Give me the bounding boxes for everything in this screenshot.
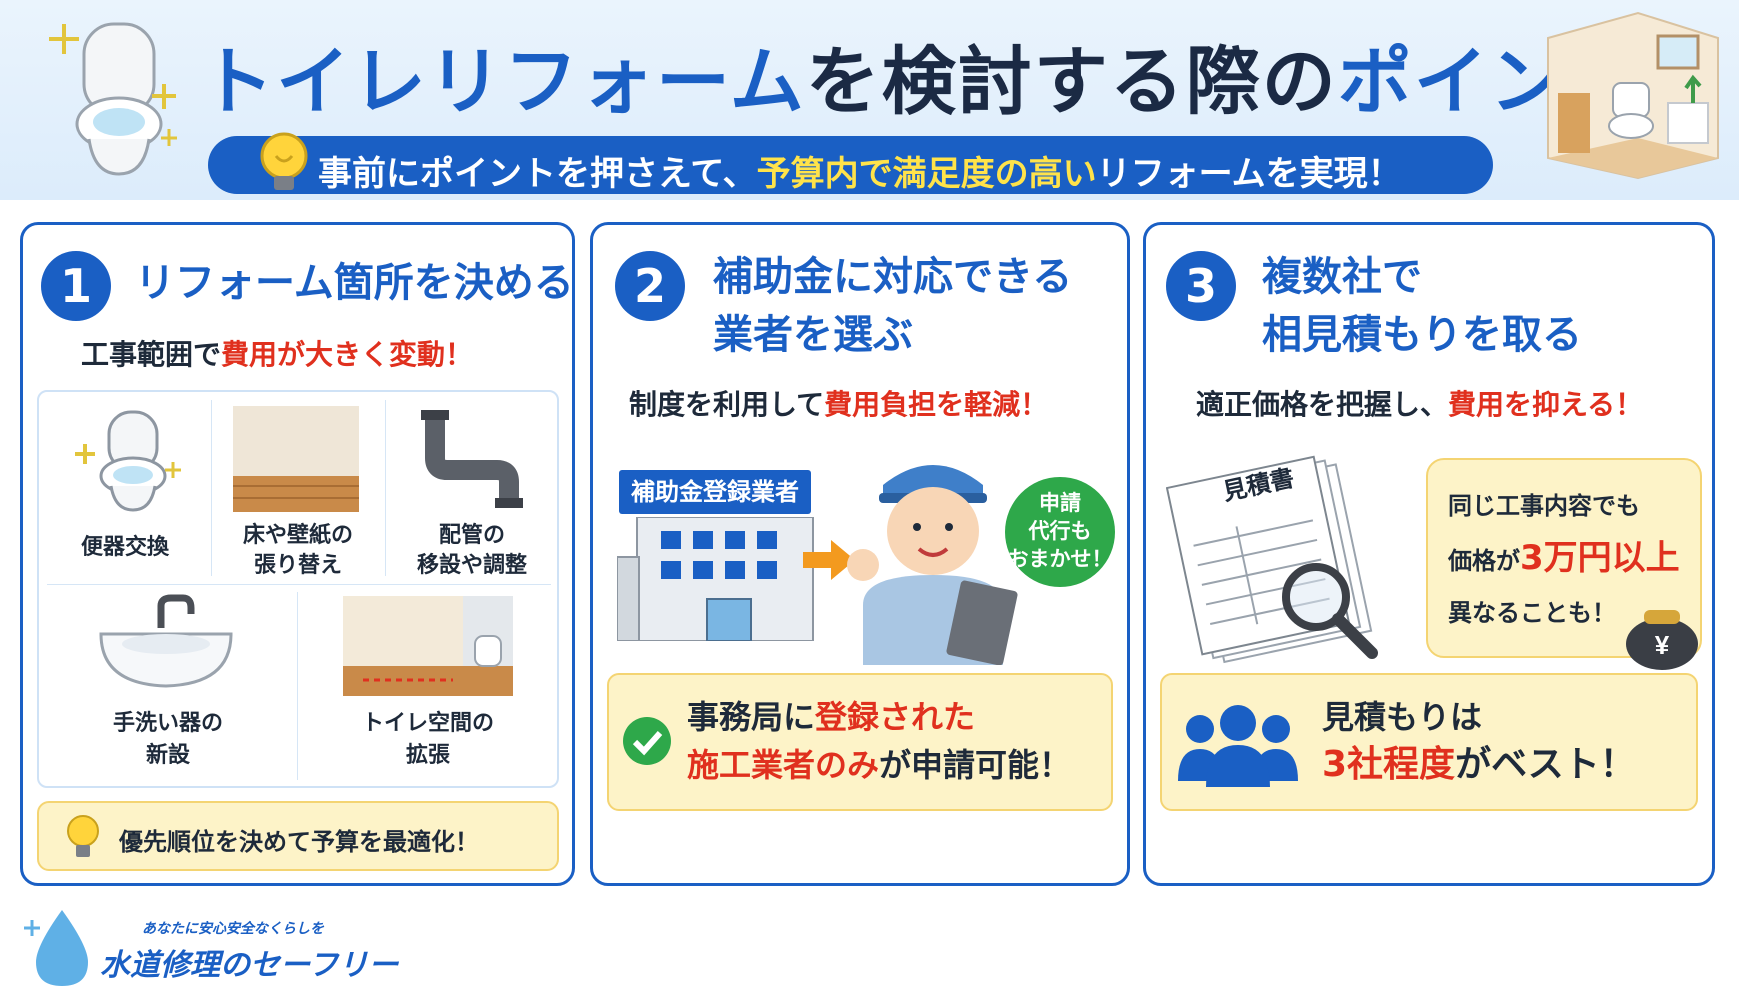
page-subtitle: 事前にポイントを押さえて、予算内で満足度の高いリフォームを実現！ bbox=[318, 154, 1402, 194]
svg-text:¥: ¥ bbox=[1655, 630, 1670, 660]
header-banner: トイレリフォームを検討する際のポイント 事前にポイントを押さえて、予算内で満足度… bbox=[0, 0, 1739, 200]
panel-lead: 工事範囲で費用が大きく変動！ bbox=[81, 338, 474, 371]
registration-note-line1: 事務局に登録された bbox=[687, 698, 976, 736]
water-drop-logo-icon bbox=[24, 910, 88, 986]
brand-logo-text[interactable]: 水道修理のセーフリー bbox=[100, 948, 399, 983]
worker-with-clipboard-icon bbox=[847, 465, 1018, 665]
point-panel-3: 3 複数社で 相見積もりを取る 適正価格を把握し、費用を抑える！ 見積書 同じ工… bbox=[1143, 222, 1715, 886]
panel-lead: 適正価格を把握し、費用を抑える！ bbox=[1196, 388, 1644, 421]
grid-item-piping: 配管の 移設や調整 bbox=[385, 392, 559, 584]
page-title: トイレリフォームを検討する際のポイント bbox=[200, 39, 1642, 125]
office-building-icon bbox=[617, 517, 814, 641]
grid-item-handwash: 手洗い器の 新設 bbox=[39, 584, 297, 786]
registered-contractor-sign: 補助金登録業者 bbox=[619, 470, 811, 514]
restroom-illustration-icon bbox=[1547, 11, 1719, 180]
estimate-documents-icon bbox=[1166, 455, 1378, 664]
step-number-badge: 2 bbox=[615, 251, 685, 321]
estimate-note-box: 見積もりは 3社程度がベスト！ bbox=[1160, 673, 1698, 811]
grid-item-label: 移設や調整 bbox=[416, 553, 527, 578]
checkmark-icon bbox=[623, 717, 671, 765]
panel-title: 相見積もりを取る bbox=[1262, 312, 1582, 358]
people-group-icon bbox=[1178, 705, 1298, 787]
panel-title: 業者を選ぶ bbox=[713, 312, 913, 358]
grid-item-label: 張り替え bbox=[253, 553, 342, 578]
speech-bubble: 申請 代行も おまかせ！ bbox=[1005, 477, 1115, 587]
lightbulb-icon bbox=[67, 815, 99, 857]
panel-title: 複数社で bbox=[1262, 254, 1422, 300]
brand-tagline: あなたに安心安全なくらしを bbox=[142, 921, 324, 937]
pipe-icon bbox=[421, 410, 523, 508]
grid-item-label: 床や壁紙の bbox=[242, 523, 353, 548]
arrow-right-icon bbox=[803, 540, 855, 580]
grid-item-label: 拡張 bbox=[405, 743, 450, 768]
point-panel-1: 1 リフォーム箇所を決める 工事範囲で費用が大きく変動！ 便器交換 bbox=[20, 222, 575, 886]
registration-note-box: 事務局に登録された 施工業者のみが申請可能！ bbox=[607, 673, 1113, 811]
price-difference-text: 同じ工事内容でも 価格が3万円以上 異なることも！ bbox=[1448, 492, 1680, 627]
renovation-items-grid: 便器交換 床や壁紙の 張り替え 配管の 移設や調整 bbox=[37, 390, 559, 788]
tip-text: 優先順位を決めて予算を最適化！ bbox=[119, 828, 479, 856]
estimate-note-line1: 見積もりは bbox=[1322, 698, 1483, 736]
panel-title: リフォーム箇所を決める bbox=[135, 260, 574, 306]
grid-item-toilet-replace: 便器交換 bbox=[39, 392, 211, 584]
grid-item-floor-wallpaper: 床や壁紙の 張り替え bbox=[211, 392, 385, 584]
coin-purse-icon: ¥ bbox=[1626, 610, 1698, 670]
sink-icon bbox=[99, 594, 233, 688]
floor-wallpaper-icon bbox=[233, 406, 359, 512]
step-number-badge: 3 bbox=[1166, 251, 1236, 321]
price-difference-bubble: 同じ工事内容でも 価格が3万円以上 異なることも！ ¥ bbox=[1426, 458, 1702, 670]
grid-item-label: 便器交換 bbox=[80, 535, 169, 560]
panel-lead: 制度を利用して費用負担を軽減！ bbox=[629, 388, 1049, 421]
subtitle-banner: 事前にポイントを押さえて、予算内で満足度の高いリフォームを実現！ bbox=[208, 132, 1493, 194]
toilet-icon bbox=[49, 22, 177, 176]
grid-item-label: トイレ空間の bbox=[361, 711, 494, 736]
grid-item-label: 手洗い器の bbox=[112, 711, 223, 736]
grid-item-label: 新設 bbox=[145, 743, 190, 768]
toilet-icon bbox=[75, 410, 181, 512]
expanded-room-icon bbox=[343, 596, 513, 696]
grid-item-label: 配管の bbox=[438, 523, 505, 548]
registration-note-line2: 施工業者のみが申請可能！ bbox=[687, 746, 1072, 784]
panel-title: 補助金に対応できる bbox=[713, 254, 1073, 300]
point-panel-2: 2 補助金に対応できる 業者を選ぶ 制度を利用して費用負担を軽減！ 補助金登録業… bbox=[590, 222, 1130, 886]
tip-box: 優先順位を決めて予算を最適化！ bbox=[37, 801, 559, 871]
step-number-badge: 1 bbox=[41, 251, 111, 321]
lightbulb-icon bbox=[260, 132, 308, 190]
grid-item-space-expand: トイレ空間の 拡張 bbox=[297, 584, 559, 786]
estimate-note-line2: 3社程度がベスト！ bbox=[1322, 744, 1636, 785]
